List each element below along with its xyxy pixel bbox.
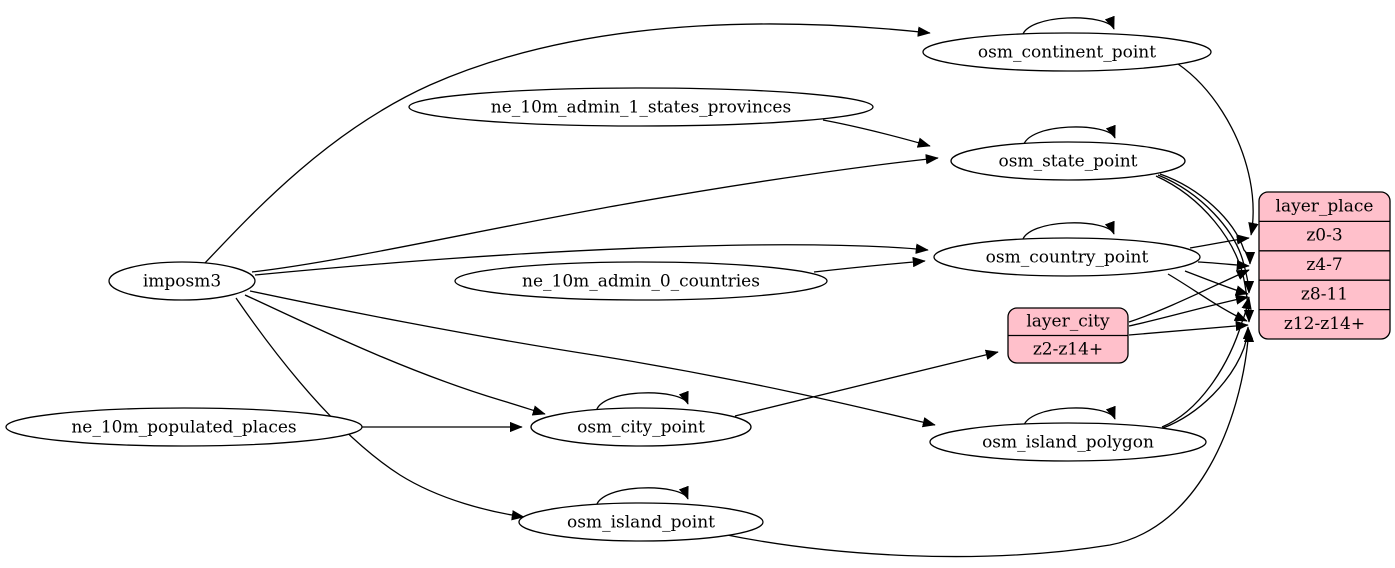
node-osm-island-point[interactable]: osm_island_point	[518, 502, 764, 542]
node-ne-10m-admin-0-countries[interactable]: ne_10m_admin_0_countries	[454, 261, 828, 301]
node-label-osm-city-point: osm_city_point	[577, 418, 705, 438]
node-label-osm-country-point: osm_country_point	[986, 248, 1149, 268]
node-label-ne-countries: ne_10m_admin_0_countries	[522, 272, 760, 292]
edge-layer-city-to-layer-place-z4-7	[1128, 269, 1250, 323]
edge-osm-state-point-to-layer-place-z8-11	[1157, 174, 1255, 294]
edge-osm-country-point-to-layer-place-z0-3	[1189, 234, 1250, 249]
record-title-layer-city: layer_city	[1026, 312, 1110, 332]
node-osm-state-point[interactable]: osm_state_point	[950, 141, 1186, 181]
edge-self-loop-osm-state-point	[1022, 124, 1116, 148]
edge-layer-city-to-layer-place-z12-z14	[1128, 320, 1249, 336]
record-row-layer-city-0[interactable]: z2-z14+	[1033, 340, 1103, 360]
edge-osm-island-point-to-layer-place-z12-z14	[721, 329, 1255, 558]
edge-osm-state-point-to-layer-place-z4-7	[1159, 173, 1256, 265]
edge-self-loop-osm-island-point	[595, 485, 689, 508]
record-row-layer-place-3[interactable]: z12-z14+	[1284, 314, 1365, 334]
edge-osm-continent-point-to-layer-place-z0-3	[1177, 63, 1259, 236]
record-layer: layer_city z2-z14+ layer_place z0-3 z4-7…	[1007, 191, 1391, 364]
edge-layer	[204, 15, 1259, 558]
node-layer-city[interactable]: layer_city z2-z14+	[1007, 307, 1129, 364]
edge-imposm3-to-osm-state-point	[251, 154, 939, 273]
record-row-layer-place-1[interactable]: z4-7	[1306, 255, 1342, 275]
node-label-ne-populated: ne_10m_populated_places	[71, 418, 296, 438]
node-layer: imposm3 ne_10m_admin_1_states_provinces …	[5, 32, 1212, 542]
node-osm-island-polygon[interactable]: osm_island_polygon	[929, 422, 1207, 462]
edge-self-loop-osm-city-point	[595, 390, 689, 413]
edge-layer-city-to-layer-place-z8-11	[1128, 294, 1249, 327]
edge-osm-country-point-to-layer-place-z12-z14	[1167, 273, 1248, 322]
edge-osm-city-point-to-layer-city	[734, 349, 999, 417]
node-osm-country-point[interactable]: osm_country_point	[933, 237, 1201, 277]
record-title-layer-place: layer_place	[1276, 197, 1374, 217]
node-osm-continent-point[interactable]: osm_continent_point	[922, 32, 1212, 72]
edge-imposm3-to-osm-island-polygon	[249, 290, 936, 428]
node-imposm3[interactable]: imposm3	[108, 261, 256, 301]
node-layer-place[interactable]: layer_place z0-3 z4-7 z8-11 z12-z14+	[1258, 191, 1391, 340]
node-label-imposm3: imposm3	[143, 272, 221, 292]
edge-imposm3-to-osm-continent-point	[204, 23, 931, 264]
edge-self-loop-osm-island-polygon	[1022, 405, 1116, 429]
edge-ne-countries-to-osm-country-point	[813, 256, 926, 273]
node-label-ne-states: ne_10m_admin_1_states_provinces	[491, 98, 791, 118]
node-label-osm-continent-point: osm_continent_point	[978, 43, 1156, 63]
record-row-layer-place-0[interactable]: z0-3	[1306, 226, 1342, 246]
record-row-layer-place-2[interactable]: z8-11	[1301, 285, 1348, 305]
edge-imposm3-to-osm-island-point	[235, 297, 525, 521]
edge-self-loop-osm-country-point	[1021, 220, 1115, 243]
node-osm-city-point[interactable]: osm_city_point	[530, 407, 752, 447]
node-label-osm-state-point: osm_state_point	[999, 152, 1138, 172]
edge-osm-island-polygon-to-layer-place-z8-11	[1161, 296, 1252, 428]
edge-imposm3-to-osm-city-point	[244, 294, 546, 416]
node-label-osm-island-point: osm_island_point	[567, 513, 715, 533]
node-label-osm-island-polygon: osm_island_polygon	[982, 433, 1154, 453]
node-ne-10m-admin-1-states-provinces[interactable]: ne_10m_admin_1_states_provinces	[408, 87, 874, 127]
edge-osm-country-point-to-layer-place-z8-11	[1184, 270, 1249, 296]
edge-self-loop-osm-continent-point	[1021, 15, 1115, 38]
edge-osm-country-point-to-layer-place-z4-7	[1197, 259, 1250, 271]
node-ne-10m-populated-places[interactable]: ne_10m_populated_places	[5, 407, 363, 447]
edge-imposm3-to-osm-country-point	[254, 243, 929, 276]
edge-ne-states-to-osm-state-point	[822, 119, 931, 148]
